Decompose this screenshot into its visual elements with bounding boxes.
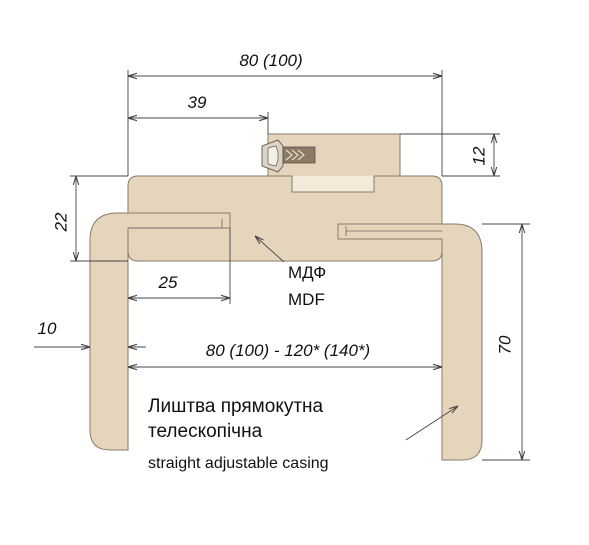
caption-line-1: Лиштва прямокутна — [148, 396, 324, 417]
caption-line-2: телескопічна — [148, 421, 263, 442]
caption-english: straight adjustable casing — [148, 455, 329, 472]
adjustable-range-label: 80 (100) - 120* (140*) — [206, 341, 370, 360]
casing-height-label: 70 — [495, 335, 514, 354]
frame-thickness-label: 22 — [51, 212, 70, 232]
caption-leader-line — [405, 406, 458, 441]
overall-width-label: 80 (100) — [239, 51, 302, 70]
left-casing — [89, 212, 231, 451]
frame-groove — [291, 176, 375, 193]
material-leader-line — [255, 236, 285, 263]
half-width-label: 39 — [188, 93, 207, 112]
material-label-ua: МДФ — [288, 263, 326, 282]
seal-icon — [261, 139, 316, 173]
material-label-en: MDF — [288, 290, 325, 309]
groove-depth-label: 12 — [469, 146, 488, 165]
casing-thickness-label: 10 — [38, 319, 57, 338]
right-casing — [337, 223, 483, 461]
tongue-length-label: 25 — [158, 273, 178, 292]
